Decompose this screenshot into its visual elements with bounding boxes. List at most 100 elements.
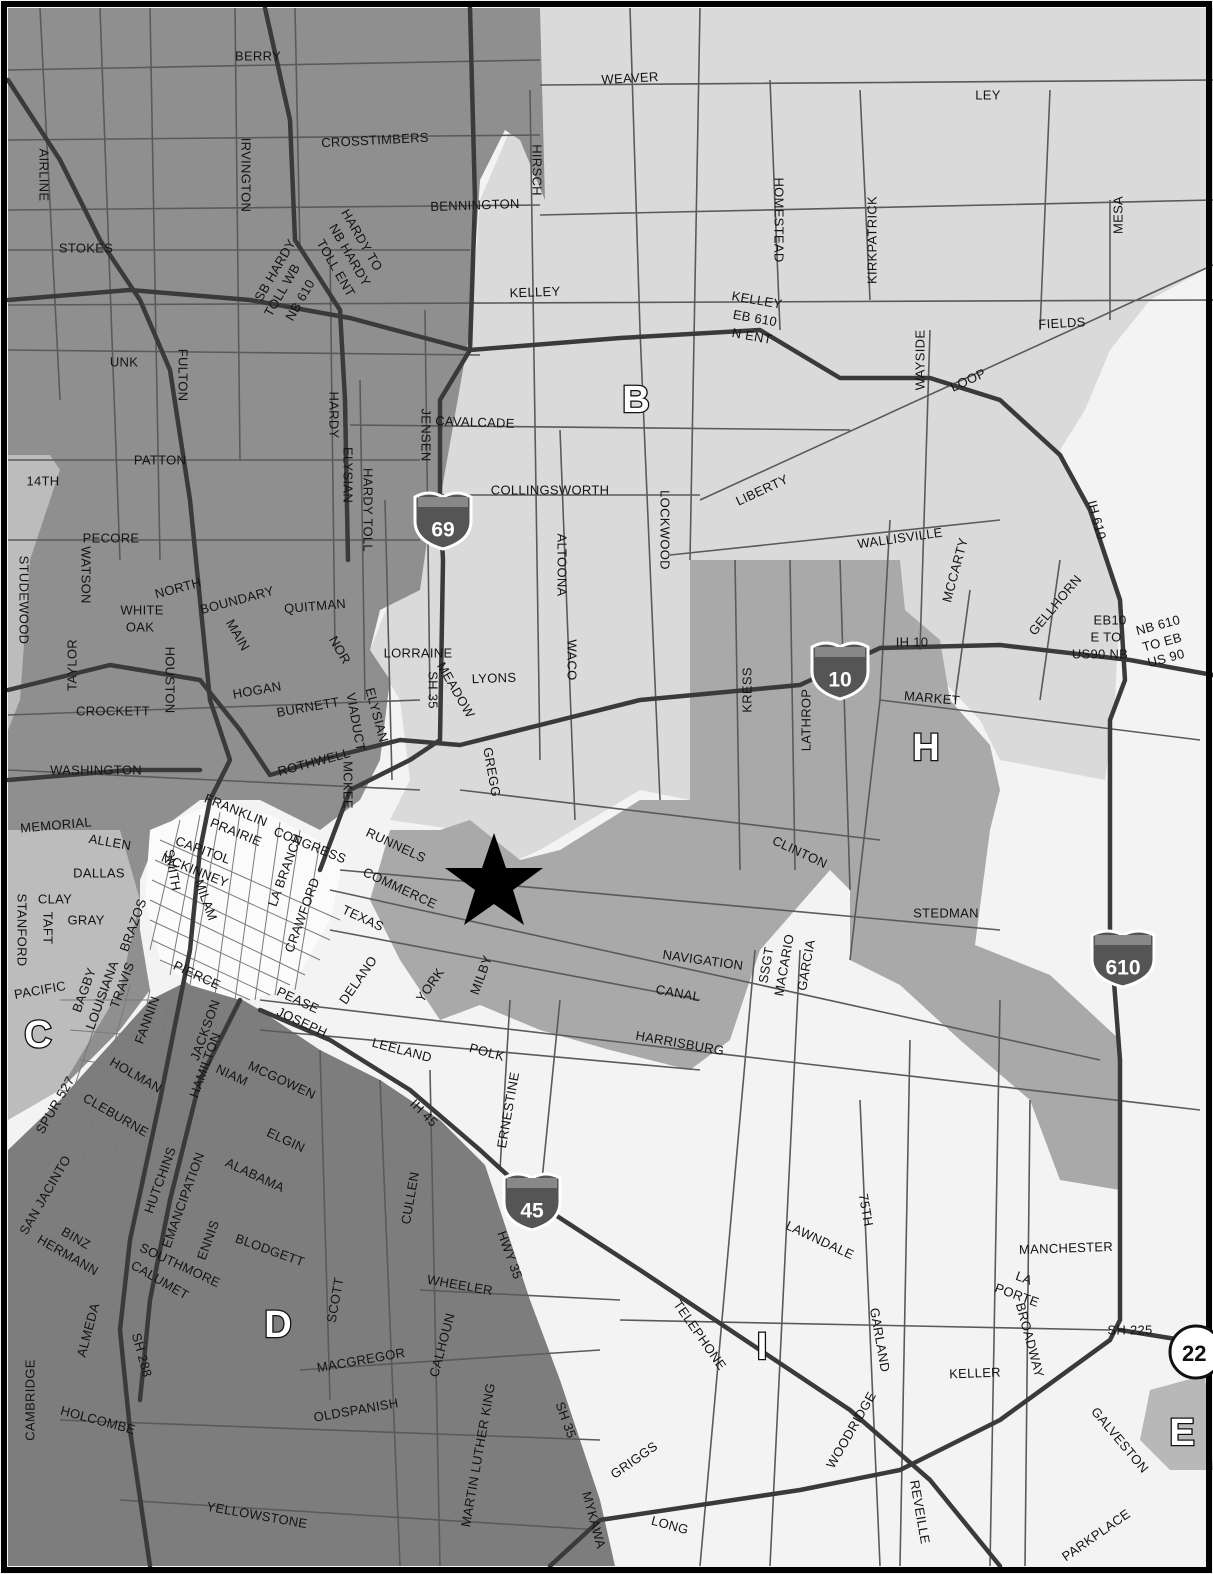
interstate-shield-69: 69: [413, 491, 473, 551]
street-label: COLLINGSWORTH: [491, 483, 610, 498]
street-label: KIRKPATRICK: [865, 196, 880, 284]
street-label: KELLER: [949, 1365, 1001, 1382]
street-label: WAYSIDE: [913, 330, 928, 391]
street-label: DALLAS: [73, 866, 125, 881]
street-label: ALTOONA: [555, 533, 570, 596]
street-label: EB10: [1093, 613, 1126, 628]
interstate-shield-band: [507, 1178, 557, 1188]
interstate-shield-number: 610: [1105, 957, 1140, 980]
interstate-shield-number: 45: [520, 1200, 544, 1223]
interstate-shield-number: 69: [431, 519, 454, 542]
zone-label-d: D: [264, 1304, 291, 1346]
sh-225-shield-number: 22: [1182, 1341, 1206, 1366]
street-label: WEAVER: [601, 69, 659, 87]
street-label: MARKET: [903, 688, 960, 708]
interstate-shield-10: 10: [810, 641, 870, 701]
street-label: WHITE: [120, 603, 163, 618]
zone-labels: B C D E H I: [23, 378, 1196, 1456]
street-label: STANFORD: [15, 894, 30, 967]
zone-label-b: B: [622, 379, 649, 421]
zone-b-area: [370, 8, 1213, 880]
street-label: HARDY TOLL: [361, 468, 376, 552]
street-label: WACO: [565, 639, 580, 680]
zone-e-area: [1140, 1375, 1213, 1470]
street-label: MCKEE: [341, 761, 356, 809]
street-label: ELYSIAN: [341, 447, 356, 503]
minor-streets: [7, 7, 1213, 1567]
star-marker: [445, 833, 543, 925]
street-label: LYONS: [471, 670, 516, 687]
street-label: OAK: [126, 620, 154, 635]
street-label: CROSSTIMBERS: [321, 130, 429, 151]
street-label: IH 10: [896, 635, 929, 650]
interstate-shield-number: 10: [828, 669, 851, 692]
street-label: CAVALCADE: [435, 413, 515, 431]
street-label: LOCKWOOD: [658, 490, 673, 570]
street-label: BERRY: [235, 49, 281, 64]
street-label: TAYLOR: [65, 639, 80, 691]
street-label: PATTON: [134, 453, 186, 468]
street-label: CROCKETT: [76, 704, 150, 719]
street-label: LORRAINE: [384, 646, 453, 661]
street-label: LA: [1014, 1268, 1035, 1288]
zone-c-west-lighter: [8, 455, 140, 1120]
street-label: HIRSCH: [530, 144, 545, 196]
interstate-shield-610: 610: [1090, 929, 1156, 989]
street-label: HARDY: [327, 391, 342, 438]
street-label: FULTON: [176, 349, 191, 402]
street-label: MESA: [1111, 196, 1126, 234]
interstate-shield-45: 45: [502, 1172, 562, 1232]
street-label: MANCHESTER: [1019, 1239, 1113, 1257]
zone-label-i: I: [757, 1326, 768, 1368]
street-label: N ENT: [731, 325, 773, 347]
zone-label-h: H: [912, 727, 939, 769]
street-label: GRAY: [67, 913, 104, 928]
downtown-area: [145, 805, 345, 1000]
street-label: FIELDS: [1038, 314, 1086, 331]
street-label: KRESS: [740, 667, 755, 713]
street-label: CAMBRIDGE: [23, 1359, 38, 1440]
street-label: LATHROP: [799, 689, 814, 752]
street-label: BENNINGTON: [430, 196, 520, 214]
sh-225-shield: 22: [1168, 1324, 1213, 1380]
street-label: JENSEN: [419, 408, 434, 461]
street-label: TAFT: [41, 912, 56, 945]
street-label: STOKES: [59, 241, 113, 256]
street-label: CLAY: [38, 892, 72, 907]
zone-label-e: E: [1169, 1412, 1194, 1454]
zone-label-c: C: [24, 1014, 51, 1056]
interstate-shields: 69 10 610 45: [413, 491, 1156, 1232]
street-label: 14TH: [27, 474, 60, 489]
interstate-shield-band: [815, 647, 865, 657]
street-label: E TO: [1090, 630, 1121, 645]
street-label: HOMESTEAD: [772, 177, 787, 262]
downtown-grid: [39, 811, 341, 1181]
street-label: ALLEN: [88, 831, 133, 853]
street-label: STEDMAN: [913, 906, 979, 921]
street-label: WATSON: [79, 546, 94, 603]
highways: [5, 5, 1213, 1569]
street-label: SMITH: [162, 848, 184, 892]
street-label: PECORE: [83, 531, 140, 546]
street-label: MEMORIAL: [20, 814, 93, 835]
street-label: HOUSTON: [163, 647, 178, 714]
street-label: QUITMAN: [283, 596, 346, 616]
street-label: STUDEWOOD: [17, 556, 32, 645]
street-label: SSGT: [755, 946, 776, 985]
street-label: LEY: [975, 88, 1001, 103]
street-label: UNK: [110, 355, 138, 370]
interstate-shield-band: [1095, 935, 1151, 945]
interstate-shield-band: [418, 497, 468, 507]
zone-d-area: [8, 975, 615, 1566]
zone-c-area: [8, 8, 545, 1100]
street-label: IRVINGTON: [239, 138, 254, 212]
street-label: SH 35: [426, 671, 441, 709]
street-label: 75TH: [856, 1192, 877, 1227]
street-label: SH 225: [1107, 1323, 1152, 1338]
street-label: AIRLINE: [37, 149, 52, 202]
street-label: WASHINGTON: [50, 763, 142, 778]
street-label: KELLEY: [509, 284, 560, 301]
street-label: US90 NB: [1072, 647, 1128, 662]
